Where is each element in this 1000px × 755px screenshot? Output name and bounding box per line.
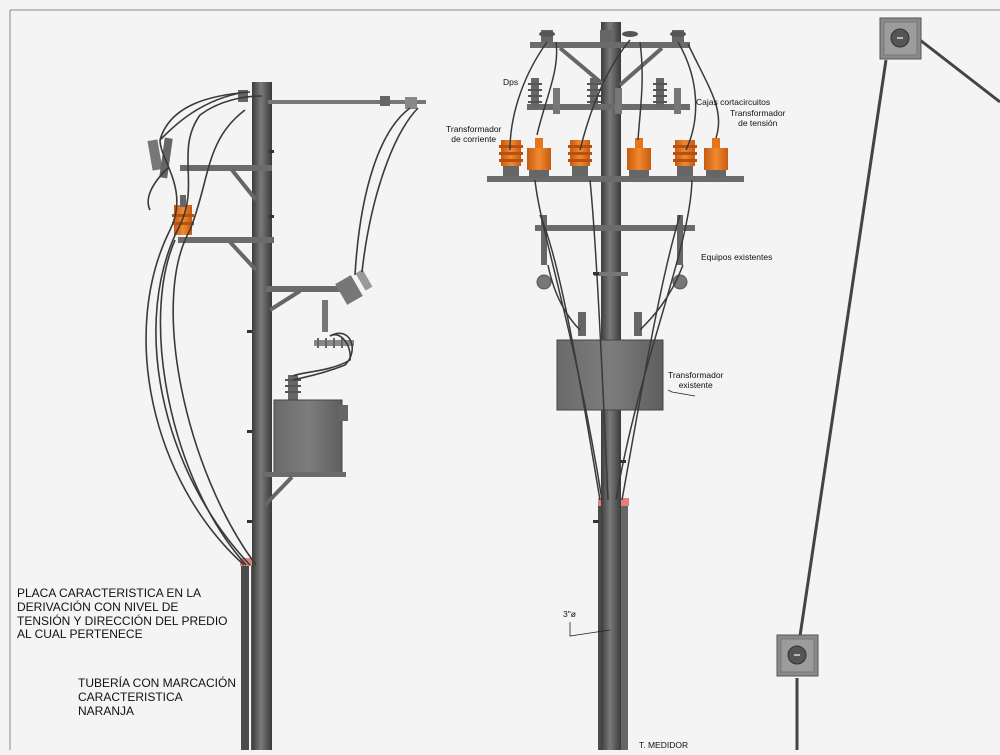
transformer-leader [667, 389, 696, 397]
crossarm-metering [487, 176, 744, 182]
label-transformador-corriente: Transformador de corriente [446, 124, 502, 144]
diameter-leader [569, 622, 611, 637]
voltage-transformers [527, 138, 728, 178]
label-dps: Dps [503, 77, 519, 87]
label-transformador-tension: Transformador de tensión [730, 108, 786, 128]
crossarm-top [530, 42, 690, 48]
crossarm-existing [535, 225, 695, 231]
left-pole-assembly [145, 82, 426, 750]
label-cajas-cortacircuitos: Cajas cortacircuitos [696, 97, 771, 107]
meter-boxes [776, 17, 1000, 750]
cutout-boxes [553, 88, 681, 114]
label-equipos-existentes: Equipos existentes [701, 252, 773, 262]
existing-cutouts [536, 215, 688, 290]
left-pole [252, 82, 272, 750]
label-placa-caracteristica: PLACA CARACTERISTICA EN LA DERIVACIÓN CO… [17, 586, 228, 642]
center-conduit-pipe [619, 505, 628, 750]
left-transformer [273, 399, 343, 475]
label-t-medidor: T. MEDIDOR [639, 740, 689, 750]
center-pole-assembly [487, 22, 744, 750]
crossarm-dps [527, 104, 690, 110]
center-cables [509, 39, 720, 501]
crossarm [266, 286, 350, 292]
left-cables [145, 91, 419, 566]
sheet-border [9, 9, 1000, 750]
surge-arresters-dps [528, 78, 667, 108]
top-insulators [539, 30, 686, 42]
left-conduit-pipe [241, 565, 249, 750]
left-surge-arrester [314, 300, 354, 348]
meter-box-icon [879, 17, 922, 60]
label-tuberia: TUBERÍA CON MARCACIÓN CARACTERISTICA NAR… [78, 676, 237, 718]
orange-marking [620, 498, 629, 506]
crossarm [178, 237, 274, 243]
left-insulators [147, 90, 390, 179]
current-transformers [499, 140, 697, 176]
label-diametro: 3"ø [563, 609, 576, 619]
label-transformador-existente: Transformador existente [668, 370, 724, 390]
meter-box-icon [776, 634, 819, 677]
left-cutout [335, 269, 373, 305]
orange-marking [240, 558, 260, 566]
crossarm [180, 165, 272, 171]
